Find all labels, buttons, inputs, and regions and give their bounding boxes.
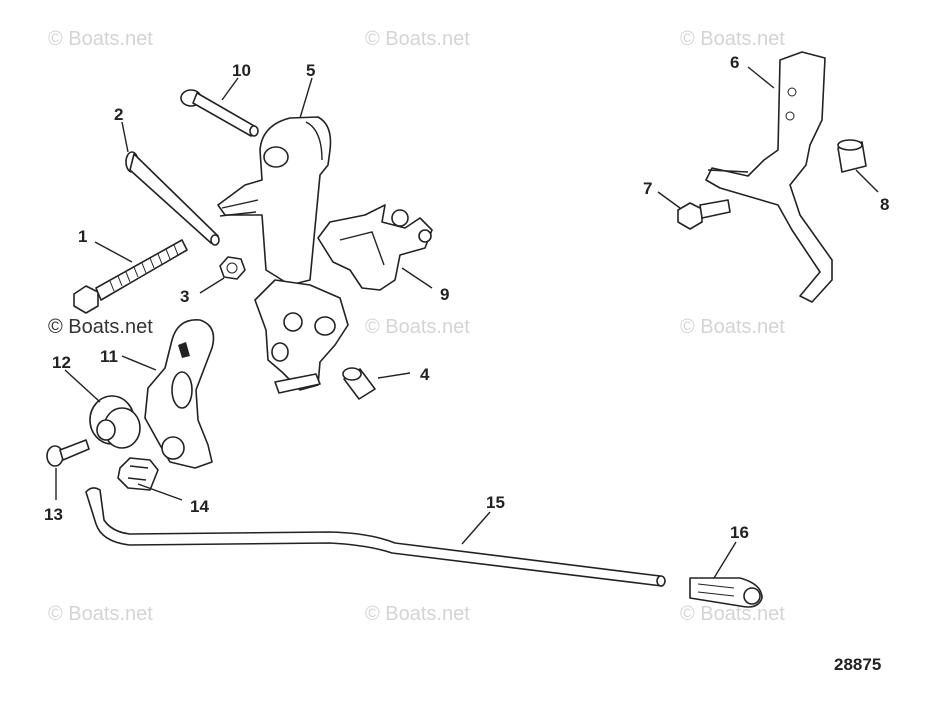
watermark: © Boats.net [680, 316, 785, 338]
callout-11: 11 [100, 347, 118, 366]
part-12-grommet [89, 395, 141, 449]
part-10-bolt [180, 89, 259, 137]
leader-1 [94, 241, 133, 263]
part-9-clamp [317, 204, 433, 291]
callouts: 1 2 3 4 5 6 7 8 9 10 11 12 13 14 15 16 [44, 53, 889, 542]
callout-2: 2 [114, 105, 123, 124]
part-14-clip [117, 457, 159, 491]
callout-9: 9 [440, 285, 449, 304]
leader-3 [199, 277, 225, 294]
callout-10: 10 [232, 61, 251, 80]
part-13-screw [46, 439, 90, 467]
part-4-bushing [342, 367, 376, 400]
leader-7 [657, 191, 681, 209]
leader-6 [747, 66, 775, 89]
callout-14: 14 [190, 497, 209, 516]
watermark: © Boats.net [680, 603, 785, 625]
leader-4 [377, 372, 411, 379]
watermarks: © Boats.net © Boats.net © Boats.net © Bo… [48, 28, 785, 625]
leader-16 [713, 541, 737, 579]
leader-14 [137, 483, 183, 501]
callout-8: 8 [880, 195, 889, 214]
watermark: © Boats.net [365, 316, 470, 338]
callout-5: 5 [306, 61, 315, 80]
callout-12: 12 [52, 353, 71, 372]
callout-4: 4 [420, 365, 430, 384]
leader-lines [55, 66, 879, 579]
callout-13: 13 [44, 505, 63, 524]
callout-16: 16 [730, 523, 749, 542]
part-1-bolt [73, 239, 188, 314]
part-11-lever [144, 319, 215, 469]
leader-11 [121, 355, 157, 371]
leader-8 [855, 169, 879, 193]
leader-15 [461, 511, 491, 545]
part-5-bracket [217, 116, 332, 286]
leader-5 [299, 77, 313, 119]
part-7-bolt [677, 199, 731, 230]
watermark: © Boats.net [48, 603, 153, 625]
watermark: © Boats.net [365, 603, 470, 625]
leader-10 [221, 77, 239, 101]
part-15-rod [85, 487, 666, 587]
leader-12 [64, 369, 101, 403]
watermark: © Boats.net [48, 28, 153, 50]
part-2-pin [125, 151, 220, 246]
watermark: © Boats.net [680, 28, 785, 50]
callout-6: 6 [730, 53, 739, 72]
part-3-nut [219, 256, 246, 280]
part-8-sleeve [837, 139, 867, 173]
part-6-bracket [705, 51, 833, 303]
bracket-base [254, 279, 349, 394]
callout-7: 7 [643, 179, 652, 198]
part-16-rod-end [689, 577, 763, 608]
leader-9 [401, 267, 433, 289]
diagram-reference-number: 28875 [834, 655, 881, 674]
callout-15: 15 [486, 493, 505, 512]
callout-1: 1 [78, 227, 87, 246]
leader-2 [121, 121, 129, 153]
watermark: © Boats.net [365, 28, 470, 50]
callout-3: 3 [180, 287, 189, 306]
watermark: © Boats.net [48, 316, 153, 338]
